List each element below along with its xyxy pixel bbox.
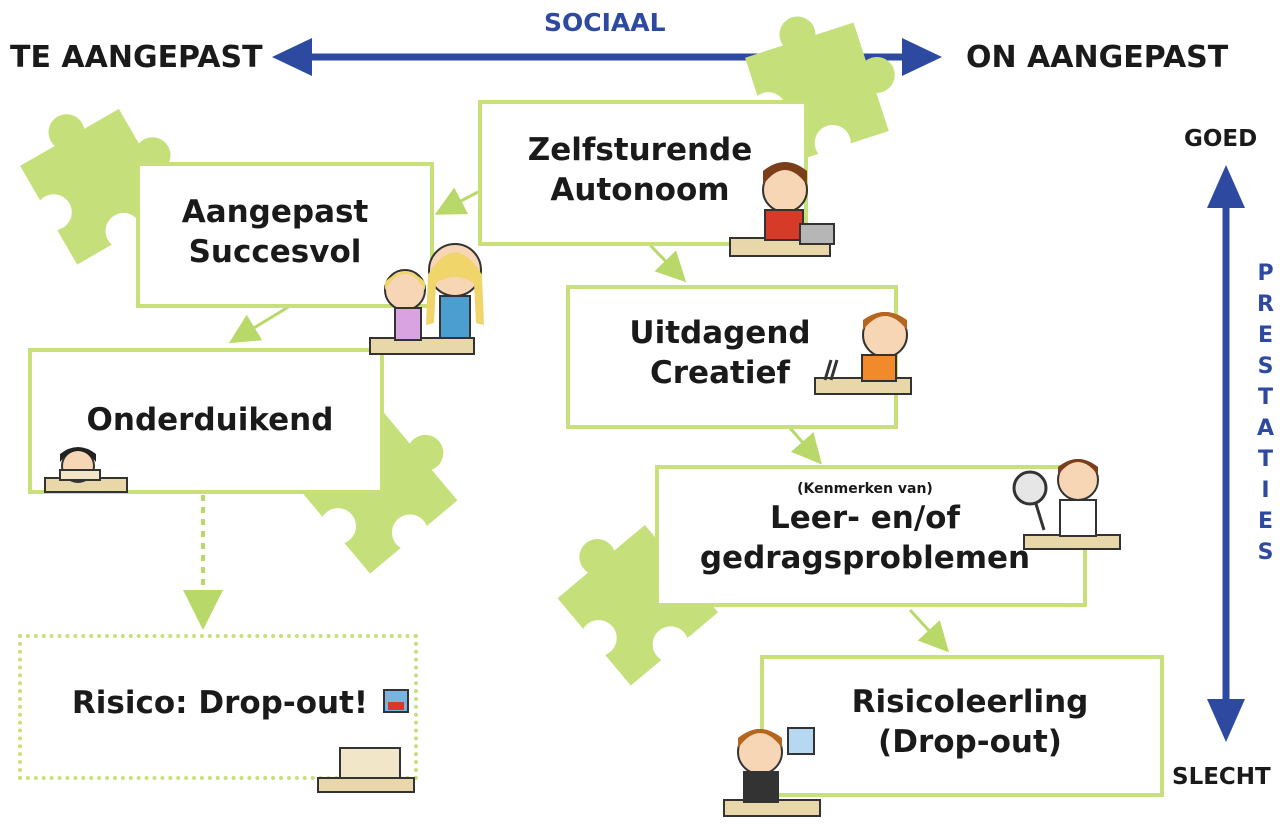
- box-risico-line1: Risico: Drop-out!: [71, 685, 369, 721]
- prestaties-letter: T: [1258, 385, 1274, 410]
- box-risico-text: Risico: Drop-out!: [60, 683, 380, 723]
- box-zelfsturend-line2: Autonoom: [550, 172, 730, 208]
- prestaties-letter: E: [1258, 509, 1274, 534]
- box-aangepast-text: Aangepast Succesvol: [150, 192, 400, 272]
- prestaties-letter: P: [1257, 261, 1274, 286]
- vertical-axis-arrow: [1207, 165, 1245, 742]
- box-risicoleerling-line2: (Drop-out): [878, 724, 1062, 760]
- prestaties-letter: S: [1257, 354, 1274, 379]
- box-zelfsturend-text: Zelfsturende Autonoom: [500, 130, 780, 210]
- box-risicoleerling-text: Risicoleerling (Drop-out): [830, 682, 1110, 762]
- axis-end-te-aangepast: TE AANGEPAST: [10, 40, 263, 75]
- prestaties-letter: T: [1258, 447, 1274, 472]
- axis-end-slecht: SLECHT: [1172, 764, 1271, 790]
- box-zelfsturend: [478, 100, 808, 246]
- box-uitdagend-line2: Creatief: [650, 355, 790, 391]
- axis-label-sociaal: SOCIAAL: [544, 8, 666, 37]
- prestaties-letter: A: [1257, 416, 1275, 441]
- prestaties-letter: E: [1258, 323, 1274, 348]
- box-uitdagend-text: Uitdagend Creatief: [600, 313, 840, 393]
- box-leer-note: (Kenmerken van): [797, 481, 933, 497]
- box-risico: [18, 634, 418, 780]
- hiding-student-icon: [44, 447, 128, 493]
- box-aangepast-line2: Succesvol: [188, 234, 362, 270]
- two-students-icon: [369, 243, 484, 355]
- prestaties-letter: I: [1261, 478, 1270, 503]
- axis-end-on-aangepast: ON AANGEPAST: [966, 40, 1229, 75]
- box-leer-text: (Kenmerken van) Leer- en/of gedragsprobl…: [695, 480, 1035, 578]
- box-onderduikend-line1: Onderduikend: [86, 402, 334, 438]
- box-risicoleerling: [760, 655, 1164, 797]
- connector-leer-risicoleerling: [908, 608, 950, 653]
- box-risicoleerling-line1: Risicoleerling: [851, 684, 1089, 720]
- axis-label-prestaties: P R E S T A T I E S: [1257, 258, 1274, 568]
- connector-uitdagend-leer: [788, 427, 822, 465]
- axis-end-goed: GOED: [1184, 126, 1258, 152]
- student-magnifier-icon: [1012, 459, 1121, 550]
- box-leer-line1: Leer- en/of: [770, 500, 960, 536]
- connector-zelf-uitdagend: [648, 243, 687, 283]
- prestaties-letter: S: [1257, 540, 1274, 565]
- boy-slingshot-icon: [814, 312, 912, 395]
- box-aangepast: [136, 162, 434, 308]
- box-zelfsturend-line1: Zelfsturende: [527, 132, 753, 168]
- box-uitdagend-line1: Uitdagend: [629, 315, 811, 351]
- connector-aangepast-onderduikend: [228, 304, 291, 344]
- box-leer-line2: gedragsproblemen: [699, 540, 1031, 576]
- empty-desk-icon: [317, 689, 415, 793]
- prestaties-letter: R: [1257, 292, 1274, 317]
- box-uitdagend: [566, 285, 898, 429]
- student-laptop-icon: [729, 162, 835, 257]
- connector-zelf-aangepast: [434, 187, 479, 215]
- box-aangepast-line1: Aangepast: [181, 194, 369, 230]
- sad-student-icon: [723, 727, 821, 817]
- box-onderduikend-text: Onderduikend: [60, 400, 360, 440]
